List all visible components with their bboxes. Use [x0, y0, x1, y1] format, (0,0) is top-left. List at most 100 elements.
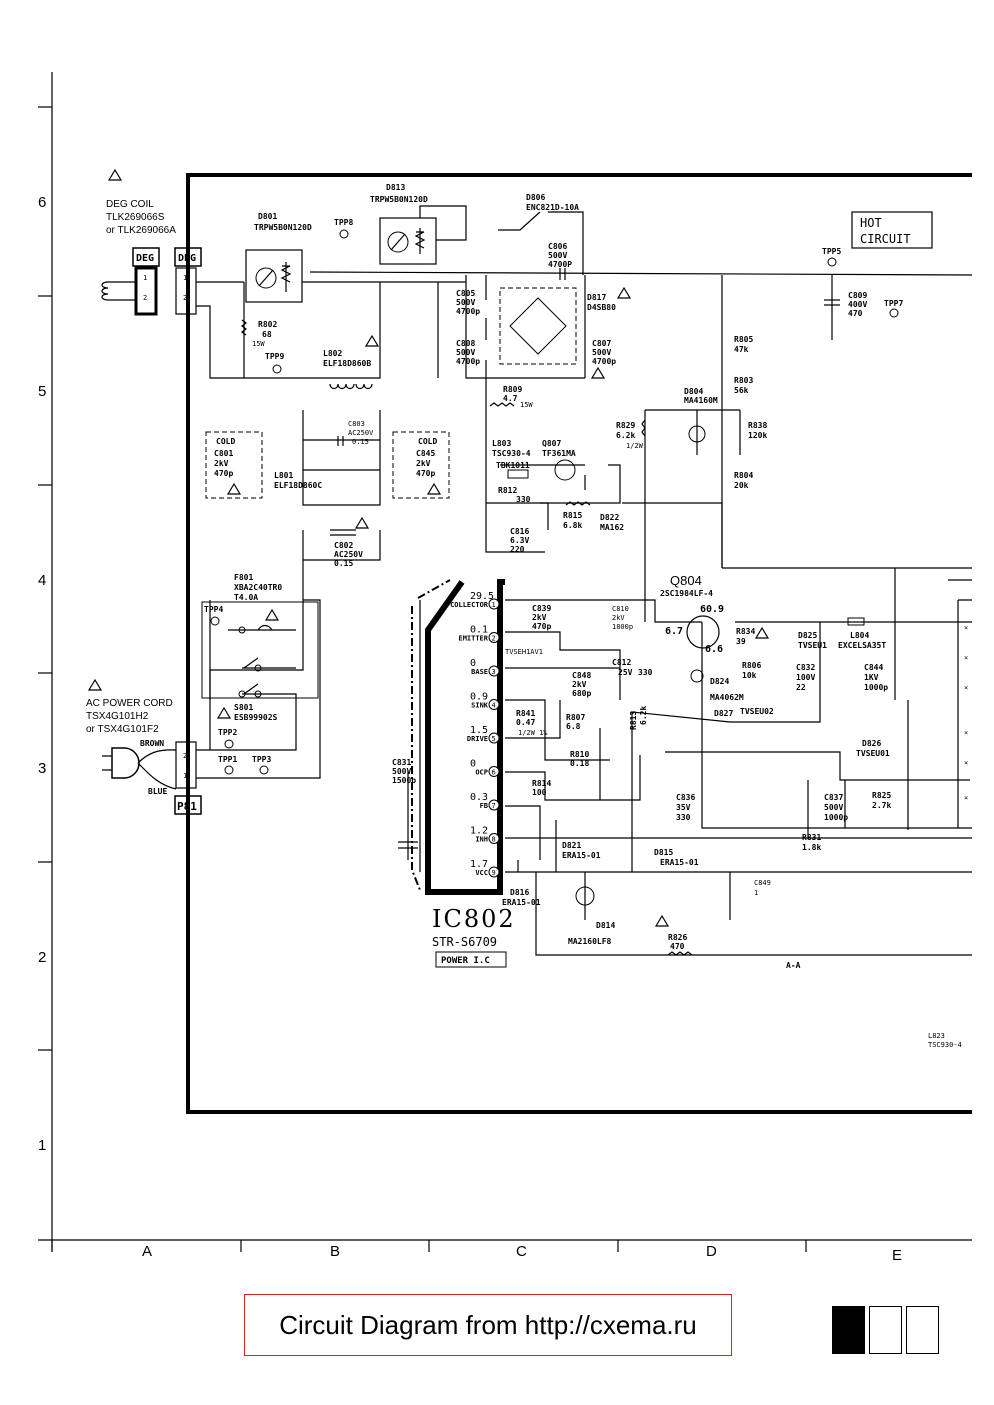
d825-label: D825 [798, 631, 817, 640]
q804-base-voltage: 6.7 [665, 626, 683, 637]
ic-pin-name: EMITTER [458, 635, 488, 643]
c845-cold: COLD [418, 437, 437, 446]
warning-icon [616, 286, 632, 299]
r814-value: 100 [532, 788, 547, 797]
deg-coil-part1: TLK269066S [106, 212, 165, 223]
q804-label: Q804 [670, 573, 702, 588]
ic-pin-number: 3 [492, 668, 496, 676]
c812-label: C812 [612, 658, 631, 667]
r806-label: R806 [742, 661, 761, 670]
c816-label: C816 [510, 527, 529, 536]
r804-label: R804 [734, 471, 753, 480]
ic-pin-number: 1 [492, 601, 496, 609]
r815-value: 6.8k [563, 521, 582, 530]
ic-pin-name: COLLECTOR [450, 601, 489, 609]
s801-part: ESB99902S [234, 713, 278, 722]
color-calibration-squares [832, 1306, 946, 1354]
f801-part: XBA2C40TR0 [234, 583, 282, 592]
hot-label-1: HOT [860, 216, 882, 230]
ic-pin-2 [488, 632, 500, 643]
tbk-label: TBK1011 [496, 461, 530, 470]
q804-block: Q804 2SC1984LF-4 60.9 6.7 6.6 D824 MA406… [660, 573, 891, 852]
r807-label: R807 [566, 713, 585, 722]
ic-pin-voltage: 29.5 [470, 591, 494, 602]
s801-label: S801 [234, 703, 253, 712]
c801-label: C801 [214, 449, 233, 458]
d826-label: D826 [862, 739, 881, 748]
c803-label: C803 [348, 420, 365, 428]
ic-pin-name: OCP [475, 769, 488, 777]
c832-label: C832 [796, 663, 815, 672]
svg-text:×: × [964, 684, 968, 692]
d817-label: D817 [587, 293, 606, 302]
svg-text:×: × [964, 624, 968, 632]
calibration-square-white [869, 1306, 902, 1354]
c839-v: 2kV [532, 613, 547, 622]
r829-power: 1/2W [626, 442, 644, 450]
r815-label: R815 [563, 511, 582, 520]
plug-icon [111, 747, 140, 779]
c808-c: 4700p [456, 357, 480, 366]
c812-c: 330 [638, 668, 653, 677]
ic-pin-name: BASE [471, 668, 488, 676]
ic-pin-voltage: 0 [470, 759, 476, 770]
deg-connector-b-label: DEG [178, 253, 196, 264]
q807-block: L803 TSC930-4 Q807 TF361MA TBK1011 R812 … [492, 439, 624, 554]
l803-part: TSC930-4 [492, 449, 531, 458]
c801-v: 2kV [214, 459, 229, 468]
c816-v: 6.3V [510, 536, 529, 545]
d801-posistor: D801 TRPW5B0N120D [245, 212, 312, 303]
deg-coil-part2: or TLK269066A [106, 225, 176, 236]
tpp4-label: TPP4 [204, 605, 223, 614]
col-label-e: E [892, 1247, 902, 1264]
ic-pin-7 [488, 799, 500, 811]
ic-pin-4 [488, 699, 500, 710]
warning-icon [87, 678, 103, 691]
c832-c: 22 [796, 683, 806, 692]
l803-label: L803 [492, 439, 511, 448]
r831-label: R831 [802, 833, 821, 842]
hot-circuit-label: HOT CIRCUIT [851, 211, 933, 249]
source-caption-box: Circuit Diagram from http://cxema.ru [244, 1294, 732, 1356]
c802-c: 0.15 [334, 559, 353, 568]
c805-label: C805 [456, 289, 475, 298]
l823-label: L823 [928, 1032, 945, 1040]
r802-value: 68 [262, 330, 272, 339]
r809-label: R809 [503, 385, 522, 394]
d804-part: MA4160M [684, 396, 718, 405]
ic-pin-5 [488, 732, 500, 744]
r805-value: 47k [734, 345, 749, 354]
ic-pin-number: 6 [492, 769, 496, 777]
col-label-d: D [706, 1243, 717, 1260]
c803-v: AC250V [348, 429, 374, 437]
ic-pin-6 [488, 766, 500, 777]
d821-label: D821 [562, 841, 581, 850]
c807-c: 4700p [592, 357, 616, 366]
deg-coil-block: DEG COIL TLK269066S or TLK269066A DEG DE… [101, 168, 244, 379]
c802-label: C802 [334, 541, 353, 550]
r825-label: R825 [872, 791, 891, 800]
ic-pin-voltage: 0.9 [470, 692, 488, 703]
ic-pin-name: VCC [475, 869, 488, 877]
d826-part: TVSEU01 [856, 749, 890, 758]
ic-pin-voltage: 1.5 [470, 725, 488, 736]
r812-label: R812 [498, 486, 517, 495]
tpp5-label: TPP5 [822, 247, 841, 256]
row-label-5: 5 [38, 383, 46, 400]
c809-c: 470 [848, 309, 863, 318]
d816-part: ERA15-01 [502, 898, 541, 907]
r809-value: 4.7 [503, 394, 518, 403]
r807-value: 6.8 [566, 722, 581, 731]
d817-part: D4SB80 [587, 303, 616, 312]
f801-label: F801 [234, 573, 253, 582]
ic-pin-number: 8 [492, 836, 496, 844]
c837-v: 500V [824, 803, 843, 812]
d827-label: D827 [714, 709, 733, 718]
d821-part: ERA15-01 [562, 851, 601, 860]
r810-value: 0.18 [570, 759, 589, 768]
right-edge-connectors: ×× ×× ×× [957, 599, 972, 828]
warning-icon [354, 516, 370, 529]
c836-v: 35V [676, 803, 691, 812]
source-caption: Circuit Diagram from http://cxema.ru [279, 1309, 697, 1340]
ic802-part: STR-S6709 [432, 935, 497, 949]
